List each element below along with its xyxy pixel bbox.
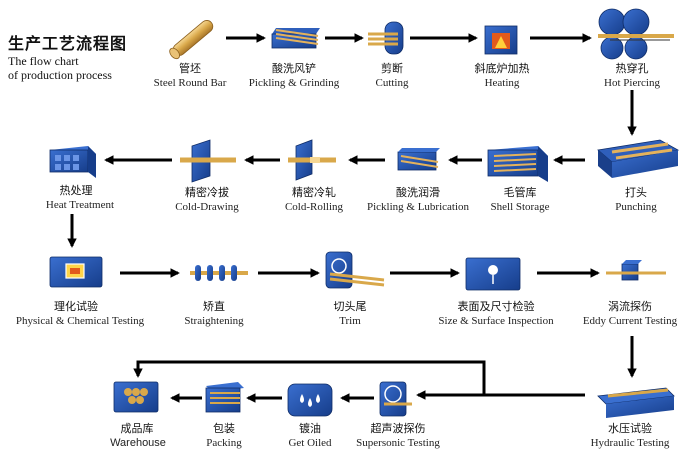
step-trim-cn: 切头尾 [334, 300, 367, 313]
step-physical-chemical-testing-cn: 理化试验 [54, 299, 98, 313]
step-cold-rolling-en: Cold-Rolling [285, 201, 344, 213]
step-size-surface-inspection-cn: 表面及尺寸检验 [458, 299, 535, 313]
oil-drop-icon [287, 383, 333, 417]
step-packing-en: Packing [206, 437, 242, 449]
step-physical-chemical-testing-en: Physical & Chemical Testing [16, 315, 145, 327]
saw-machine-icon [325, 251, 385, 289]
inspection-panel-icon [465, 257, 521, 291]
step-shell-storage-en: Shell Storage [491, 201, 550, 213]
punching-machine-icon [597, 139, 680, 178]
step-cold-drawing-cn: 精密冷拔 [185, 185, 229, 199]
step-straightening-en: Straightening [184, 315, 244, 327]
step-pickling-grinding-en: Pickling & Grinding [249, 77, 340, 89]
heat-treatment-furnace-icon [49, 146, 96, 178]
furnace-icon [484, 25, 518, 55]
arrow-bypass-to-warehouse [133, 360, 486, 395]
pickling-tank-icon [271, 28, 320, 49]
step-steel-round-bar-cn: 管坯 [179, 61, 201, 75]
step-steel-round-bar-en: Steel Round Bar [154, 77, 227, 89]
package-box-icon [205, 382, 244, 413]
storage-box-icon [487, 146, 548, 182]
step-heat-treatment-cn: 热处理 [60, 184, 93, 197]
chart-title-en-line2: of production process [8, 68, 112, 82]
warehouse-icon [113, 381, 159, 413]
step-hydraulic-testing-cn: 水压试验 [608, 421, 652, 435]
step-trim-en: Trim [339, 315, 361, 327]
hydraulic-tester-icon [597, 387, 675, 418]
round-bar-icon [169, 20, 214, 60]
step-eddy-current-testing-cn: 涡流探伤 [608, 299, 652, 313]
piercing-mill-icon [598, 8, 674, 60]
step-hot-piercing-en: Hot Piercing [604, 77, 660, 89]
step-punching-en: Punching [615, 201, 657, 213]
step-pickling-lubrication-cn: 酸洗润滑 [396, 185, 440, 199]
step-supersonic-testing-en: Supersonic Testing [356, 437, 440, 449]
step-straightening-cn: 矫直 [203, 299, 225, 313]
step-cutting-cn: 剪断 [381, 61, 403, 75]
step-pickling-lubrication-en: Pickling & Lubrication [367, 201, 470, 213]
step-heating-en: Heating [485, 77, 520, 89]
lubrication-tank-icon [397, 148, 440, 171]
step-hydraulic-testing-en: Hydraulic Testing [591, 437, 670, 449]
cold-rolling-icon [288, 139, 336, 181]
step-supersonic-testing-cn: 超声波探伤 [371, 421, 426, 435]
straightener-icon [190, 265, 248, 281]
step-warehouse-cn: 成品库 [121, 422, 154, 435]
step-cold-drawing-en: Cold-Drawing [175, 201, 239, 213]
step-warehouse-en: Warehouse [110, 437, 166, 449]
flow-arrows [67, 33, 637, 403]
step-size-surface-inspection-en: Size & Surface Inspection [438, 315, 554, 327]
step-get-oiled-cn: 镀油 [299, 421, 321, 435]
step-labels: 管坯 Steel Round Bar 酸洗风铲 Pickling & Grind… [16, 61, 678, 449]
eddy-current-icon [606, 260, 666, 281]
ultrasonic-icon [379, 381, 412, 417]
step-get-oiled-en: Get Oiled [288, 437, 332, 449]
step-heat-treatment-en: Heat Treatment [46, 199, 114, 211]
cutting-machine-icon [368, 21, 404, 55]
chart-title-en-line1: The flow chart [8, 54, 79, 68]
step-cutting-en: Cutting [375, 77, 409, 89]
step-pickling-grinding-cn: 酸洗风铲 [272, 61, 316, 75]
cold-drawing-icon [180, 139, 236, 183]
chart-title-cn: 生产工艺流程图 [8, 34, 128, 53]
step-hot-piercing-cn: 热穿孔 [616, 61, 649, 75]
step-cold-rolling-cn: 精密冷轧 [292, 185, 336, 199]
step-heating-cn: 斜底炉加热 [475, 61, 530, 75]
step-packing-cn: 包装 [213, 422, 235, 435]
step-shell-storage-cn: 毛管库 [504, 185, 537, 199]
step-punching-cn: 打头 [625, 185, 647, 199]
lab-monitor-icon [49, 256, 103, 288]
step-eddy-current-testing-en: Eddy Current Testing [583, 315, 678, 327]
